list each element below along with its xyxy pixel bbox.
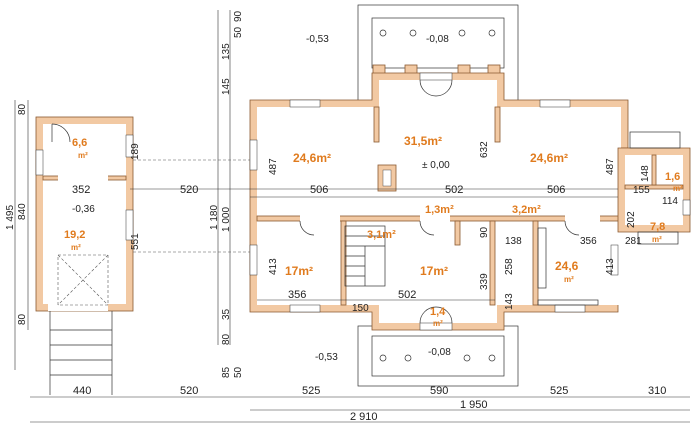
- dim-label: 80: [221, 333, 232, 345]
- dim-label: 413: [268, 258, 279, 275]
- dim-label: 356: [580, 236, 597, 247]
- room-unit-wc-east: m²: [673, 184, 683, 193]
- dim-label: 352: [72, 184, 90, 196]
- room-area-pantry: 3,2m²: [512, 204, 541, 216]
- dim-label: 440: [73, 385, 91, 397]
- room-unit-garage-storage: m²: [78, 151, 88, 160]
- room-area-living: 31,5m²: [404, 134, 442, 148]
- east-wing: [617, 131, 691, 245]
- room-area-east: 24,6m²: [530, 151, 568, 165]
- room-area-west: 24,6m²: [293, 151, 331, 165]
- room-area-garage-storage: 6,6: [72, 137, 87, 149]
- room-area-hall: 3,1m²: [367, 229, 396, 241]
- dim-label: 551: [130, 233, 141, 250]
- dim-label: 840: [17, 203, 28, 220]
- dim-label: 1 950: [460, 399, 488, 411]
- dim-label: 502: [445, 184, 463, 196]
- room-area-entry: 1,4: [430, 306, 446, 318]
- dim-label: 1 180: [209, 205, 220, 230]
- dim-label: 143: [504, 293, 515, 310]
- dim-label: 90: [233, 10, 244, 22]
- dim-label: 80: [17, 313, 28, 325]
- dim-label: 50: [233, 366, 244, 378]
- room-area-bath-1: 1,3m²: [425, 204, 454, 216]
- room-unit-utility-east: m²: [652, 235, 662, 244]
- room-unit-garage: m²: [71, 243, 81, 252]
- level-mark: -0,08: [428, 347, 451, 358]
- dim-label: 506: [547, 184, 565, 196]
- room-area-kitchen: 24,6: [555, 259, 579, 273]
- dim-label: 310: [648, 385, 666, 397]
- room-area-utility-east: 7,8: [650, 221, 665, 233]
- dim-label: 189: [130, 143, 141, 160]
- stairs: [344, 225, 386, 287]
- dim-label: 258: [504, 258, 515, 275]
- dim-label: 520: [180, 385, 198, 397]
- dim-label: 281: [625, 236, 642, 247]
- room-area-wc-east: 1,6: [665, 171, 680, 183]
- dim-label: 80: [17, 103, 28, 115]
- dim-label: 632: [479, 141, 490, 158]
- dim-label: 202: [626, 211, 637, 228]
- dim-label: 150: [352, 303, 369, 314]
- dim-label: 85: [221, 366, 232, 378]
- dim-label: 525: [550, 385, 568, 397]
- dim-label: 2 910: [350, 411, 378, 423]
- dim-label: 356: [288, 289, 306, 301]
- level-mark: -0,53: [315, 352, 338, 363]
- dim-label: 520: [180, 184, 198, 196]
- level-mark: -0,53: [306, 34, 329, 45]
- room-area-center: 17m²: [420, 264, 448, 278]
- dim-label: 525: [302, 385, 320, 397]
- dim-label: 339: [479, 273, 490, 290]
- room-area-garage: 19,2: [64, 229, 85, 241]
- dim-label: 148: [640, 165, 651, 182]
- dim-label: 50: [233, 26, 244, 38]
- dim-label: 487: [268, 158, 279, 175]
- level-mark: -0,36: [72, 204, 95, 215]
- dim-label: 502: [398, 289, 416, 301]
- main-house: [249, 72, 629, 331]
- dim-label: 35: [221, 308, 232, 320]
- level-mark: -0,08: [426, 34, 449, 45]
- dim-label: 138: [505, 236, 522, 247]
- level-mark: ± 0,00: [422, 160, 450, 171]
- room-unit-entry: m²: [433, 319, 443, 328]
- garage-block: [35, 116, 134, 395]
- room-area-sw: 17m²: [285, 264, 313, 278]
- dim-label: 506: [310, 184, 328, 196]
- dim-label: 145: [221, 78, 232, 95]
- dimension-lines: [14, 10, 690, 423]
- dim-label: 155: [633, 185, 650, 196]
- dim-label: 90: [479, 226, 490, 238]
- dim-label: 1 495: [5, 205, 16, 230]
- dim-label: 413: [605, 258, 616, 275]
- dim-label: 1 000: [221, 207, 232, 232]
- dim-label: 135: [221, 43, 232, 60]
- dim-label: 114: [662, 196, 678, 207]
- dim-label: 487: [605, 158, 616, 175]
- room-unit-kitchen: m²: [564, 275, 574, 284]
- dim-label: 590: [430, 385, 448, 397]
